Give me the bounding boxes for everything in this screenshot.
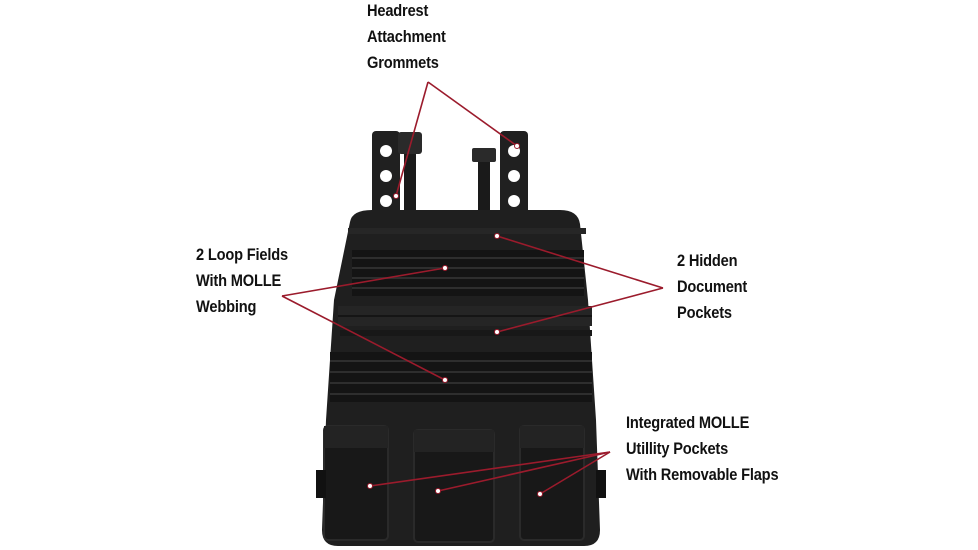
callout-line: With Removable Flaps: [626, 465, 779, 484]
callout-utility-pockets: Integrated MOLLE Utillity Pockets With R…: [626, 410, 779, 488]
buckle-strap-left: [398, 132, 422, 220]
callout-hidden-document-pockets: 2 Hidden Document Pockets: [677, 248, 747, 326]
callout-line: Webbing: [196, 297, 257, 316]
buckle-strap-right: [472, 148, 496, 220]
callout-line: Attachment: [367, 27, 446, 46]
callout-line: With MOLLE: [196, 271, 282, 290]
loop-field-upper: [352, 250, 584, 296]
utility-pocket-left: [323, 425, 389, 541]
leader-lines: [281, 81, 664, 495]
utility-pocket-right: [519, 425, 585, 541]
utility-pocket-center: [413, 429, 495, 543]
callout-line: Headrest: [367, 1, 429, 20]
leader-dots: [367, 143, 543, 497]
callout-line: 2 Hidden: [677, 251, 738, 270]
left-headrest-strap: [372, 131, 400, 219]
callout-line: Grommets: [367, 53, 439, 72]
right-headrest-strap: [500, 131, 528, 219]
callout-line: Pockets: [677, 303, 732, 322]
loop-field-lower: [330, 352, 592, 402]
callout-loop-fields: 2 Loop Fields With MOLLE Webbing: [196, 242, 288, 320]
callout-line: Integrated MOLLE: [626, 413, 750, 432]
callout-line: 2 Loop Fields: [196, 245, 288, 264]
callout-headrest-grommets: Headrest Attachment Grommets: [367, 0, 446, 76]
callout-line: Document: [677, 277, 748, 296]
callout-line: Utillity Pockets: [626, 439, 729, 458]
